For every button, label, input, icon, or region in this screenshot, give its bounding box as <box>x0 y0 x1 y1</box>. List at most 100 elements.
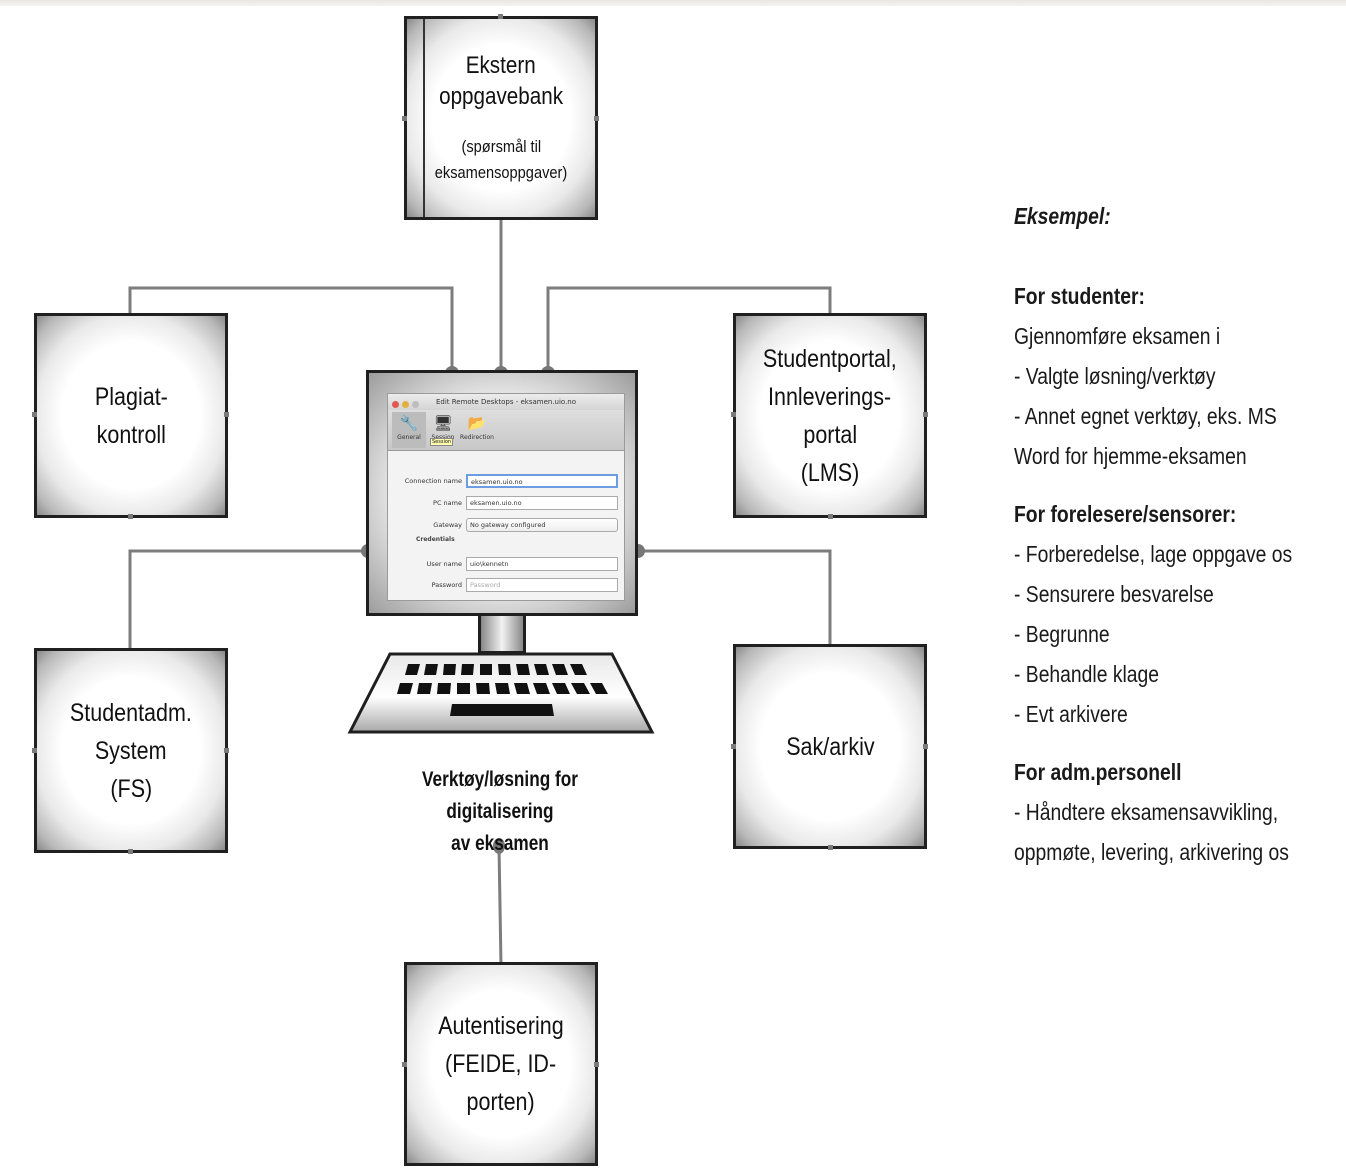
folder-icon: 📂 <box>467 414 487 432</box>
password-field: Password <box>466 578 618 592</box>
selection-handle <box>923 744 928 749</box>
box-title-line: Studentportal, <box>763 344 897 373</box>
connector-dot <box>493 838 505 854</box>
example-heading: Eksempel: <box>1014 203 1111 229</box>
students-heading: For studenter: <box>1014 283 1145 309</box>
teachers-line: - Begrunne <box>1014 621 1110 647</box>
admin-line: oppmøte, levering, arkivering os <box>1014 839 1289 865</box>
remote-desktop-window: Edit Remote Desktops - eksamen.uio.no 🔧 … <box>387 393 625 601</box>
box-title-line: (LMS) <box>800 458 860 487</box>
box-title-line: oppgavebank <box>439 83 563 110</box>
toolbar-label: Session <box>432 434 455 441</box>
monitor-icon: 🖥 <box>433 414 453 432</box>
selection-handle <box>923 412 928 417</box>
toolbar-general: 🔧 General <box>392 412 426 448</box>
wrench-icon: 🔧 <box>399 414 419 432</box>
box-studentportal: Studentportal, Innleverings- portal (LMS… <box>733 313 927 518</box>
students-line: - Valgte løsning/verktøy <box>1014 363 1216 389</box>
students-line: Gjennomføre eksamen i <box>1014 323 1221 349</box>
box-title-line: Sak/arkiv <box>785 732 875 761</box>
field-label: Gateway <box>433 521 462 529</box>
connector-studentadm <box>128 549 368 652</box>
minimize-dot-icon <box>402 401 409 408</box>
tooltip: Session <box>430 438 454 446</box>
window-toolbar: 🔧 General 🖥 Session 📂 Redirection Sessio… <box>388 410 624 451</box>
students-line: Word for hjemme-eksamen <box>1014 443 1247 469</box>
field-label: User name <box>426 560 462 568</box>
pc-name-field: eksamen.uio.no <box>466 496 618 510</box>
box-plagiatkontroll: Plagiat- kontroll <box>34 313 228 518</box>
selection-handle <box>402 116 407 121</box>
connection-name-row: Connection name eksamen.uio.no <box>388 474 624 488</box>
selection-handle <box>224 412 229 417</box>
credentials-heading: Credentials <box>416 536 455 543</box>
box-title-line: Innleverings- <box>768 382 892 411</box>
selection-handle <box>498 14 503 19</box>
computer-monitor: Edit Remote Desktops - eksamen.uio.no 🔧 … <box>366 370 638 616</box>
example-panel: Eksempel: For studenter: Gjennomføre eks… <box>1014 196 1346 872</box>
selection-handle <box>731 744 736 749</box>
center-caption: Verktøy/løsning for digitalisering av ek… <box>369 764 631 860</box>
box-ekstern-oppgavebank: Ekstern oppgavebank (spørsmål til eksame… <box>404 16 598 220</box>
box-title-line: Studentadm. <box>70 698 192 727</box>
box-sak-arkiv: Sak/arkiv <box>733 644 927 849</box>
students-line: - Annet egnet verktøy, eks. MS <box>1014 403 1277 429</box>
teachers-line: - Forberedelse, lage oppgave os <box>1014 541 1293 567</box>
selection-handle <box>828 514 833 519</box>
box-title-line: (FEIDE, ID- <box>445 1050 557 1078</box>
toolbar-session: 🖥 Session <box>426 412 460 441</box>
toolbar-label: Redirection <box>460 434 494 441</box>
keyboard-illustration <box>347 652 655 734</box>
selection-handle <box>224 748 229 753</box>
caption-line: Verktøy/løsning for digitalisering <box>422 768 578 823</box>
box-title-line: Plagiat- <box>94 382 168 411</box>
selection-handle <box>32 412 37 417</box>
box-title-line: Ekstern <box>466 52 536 79</box>
selection-handle <box>128 849 133 854</box>
zoom-dot-icon <box>412 401 419 408</box>
pc-name-row: PC name eksamen.uio.no <box>388 496 624 510</box>
selection-handle <box>128 514 133 519</box>
gateway-select: No gateway configured <box>466 518 618 532</box>
teachers-line: - Behandle klage <box>1014 661 1160 687</box>
toolbar-label: General <box>397 434 421 441</box>
close-dot-icon <box>392 401 399 408</box>
selection-handle <box>828 845 833 850</box>
connector-sak <box>638 549 832 648</box>
teachers-line: - Sensurere besvarelse <box>1014 581 1214 607</box>
box-note-line: eksamensoppgaver) <box>434 163 568 182</box>
box-autentisering: Autentisering (FEIDE, ID- porten) <box>404 962 598 1166</box>
box-title-line: porten) <box>466 1088 536 1116</box>
user-name-field: uio\kennetn <box>466 557 618 571</box>
selection-handle <box>594 116 599 121</box>
window-controls <box>392 398 422 414</box>
monitor-stand <box>478 616 526 654</box>
box-title-line: Autentisering <box>438 1012 564 1040</box>
window-title: Edit Remote Desktops - eksamen.uio.no <box>435 398 577 406</box>
field-label: PC name <box>433 499 462 507</box>
selection-handle <box>32 748 37 753</box>
field-label: Password <box>431 581 462 589</box>
connection-name-field: eksamen.uio.no <box>466 474 618 488</box>
admin-line: - Håndtere eksamensavvikling, <box>1014 799 1279 825</box>
field-label: Connection name <box>404 477 462 485</box>
connector-studentportal <box>546 286 832 372</box>
user-name-row: User name uio\kennetn <box>388 557 624 571</box>
admin-heading: For adm.personell <box>1014 759 1182 785</box>
connector-plagiat <box>128 286 454 372</box>
password-row: Password Password <box>388 578 624 592</box>
box-title-line: portal <box>803 420 857 449</box>
caption-line: av eksamen <box>451 832 549 855</box>
selection-handle <box>731 412 736 417</box>
teachers-heading: For forelesere/sensorer: <box>1014 501 1237 527</box>
box-title-line: (FS) <box>110 774 152 803</box>
top-strip <box>0 0 1346 6</box>
box-title-line: kontroll <box>96 420 166 449</box>
connector-autentisering <box>497 845 503 967</box>
gateway-row: Gateway No gateway configured <box>388 518 624 532</box>
window-titlebar: Edit Remote Desktops - eksamen.uio.no <box>388 394 624 410</box>
box-title-line: System <box>95 736 167 765</box>
selection-handle <box>402 1062 407 1067</box>
box-studentadm-system: Studentadm. System (FS) <box>34 648 228 853</box>
selection-handle <box>594 1062 599 1067</box>
